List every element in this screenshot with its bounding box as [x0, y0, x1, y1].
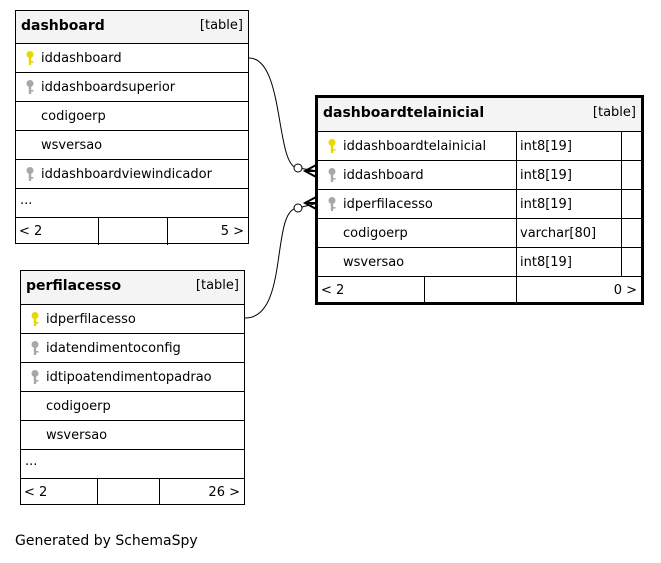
table-footer: < 2 0 >	[318, 277, 641, 304]
foreign-key-icon	[29, 340, 41, 357]
column-name: wsversao	[41, 138, 103, 153]
column-row[interactable]: wsversao	[21, 421, 244, 450]
table-dashboard[interactable]: dashboard [table] iddashboard iddashboard…	[15, 10, 249, 245]
table-dashboardtelainicial[interactable]: dashboardtelainicial [table] iddashboard…	[315, 95, 644, 305]
column-row[interactable]: codigoerp varchar[80]	[318, 219, 641, 248]
column-name: codigoerp	[41, 109, 106, 124]
link-dashboard-to-dashboardtelainicial	[248, 57, 319, 172]
column-name: idperfilacesso	[46, 312, 136, 327]
column-row[interactable]: codigoerp	[21, 392, 244, 421]
column-spacer	[621, 190, 622, 218]
column-spacer	[621, 132, 622, 160]
table-kind: [table]	[199, 18, 243, 33]
children-count: 0 >	[613, 283, 637, 298]
column-type: int8[19]	[516, 190, 621, 218]
table-name: dashboardtelainicial	[323, 105, 485, 121]
column-type: int8[19]	[516, 161, 621, 189]
link-zero-marker	[293, 163, 303, 173]
table-perfilacesso[interactable]: perfilacesso [table] idperfilacesso idate…	[20, 270, 245, 505]
parents-count: < 2	[321, 283, 345, 298]
column-name: iddashboard	[41, 51, 122, 66]
table-kind: [table]	[592, 105, 636, 120]
column-row[interactable]: wsversao int8[19]	[318, 248, 641, 277]
parents-count: < 2	[24, 485, 48, 500]
table-header: dashboard [table]	[16, 11, 248, 44]
table-footer: < 2 5 >	[16, 218, 248, 245]
foreign-key-icon	[29, 369, 41, 386]
column-row[interactable]: idatendimentoconfig	[21, 334, 244, 363]
column-name: iddashboard	[343, 168, 424, 183]
generated-by-label: Generated by SchemaSpy	[15, 533, 198, 549]
primary-key-icon	[326, 138, 338, 155]
column-row[interactable]: idperfilacesso int8[19]	[318, 190, 641, 219]
column-row[interactable]: idperfilacesso	[21, 305, 244, 334]
column-name: idtipoatendimentopadrao	[46, 370, 212, 385]
primary-key-icon	[24, 50, 36, 67]
column-name: wsversao	[343, 255, 405, 270]
column-name: iddashboardsuperior	[41, 80, 176, 95]
column-spacer	[621, 248, 622, 276]
column-row[interactable]: iddashboardsuperior	[16, 73, 248, 102]
column-type: int8[19]	[516, 248, 621, 276]
table-name: perfilacesso	[26, 278, 122, 294]
children-count: 5 >	[220, 224, 244, 239]
column-name: wsversao	[46, 428, 108, 443]
column-row[interactable]: iddashboard	[16, 44, 248, 73]
column-type: varchar[80]	[516, 219, 621, 247]
more-columns: ...	[21, 450, 244, 479]
column-row[interactable]: iddashboard int8[19]	[318, 161, 641, 190]
column-type: int8[19]	[516, 132, 621, 160]
column-spacer	[621, 161, 622, 189]
children-count: 26 >	[208, 485, 240, 500]
link-perfilacesso-to-dashboardtelainicial	[244, 202, 319, 319]
column-row[interactable]: idtipoatendimentopadrao	[21, 363, 244, 392]
foreign-key-icon	[326, 167, 338, 184]
foreign-key-icon	[326, 196, 338, 213]
table-footer: < 2 26 >	[21, 479, 244, 505]
column-row[interactable]: wsversao	[16, 131, 248, 160]
table-kind: [table]	[195, 278, 239, 293]
link-zero-marker	[293, 203, 303, 213]
parents-count: < 2	[19, 224, 43, 239]
column-name: iddashboardtelainicial	[343, 139, 487, 154]
table-name: dashboard	[21, 18, 105, 34]
column-row[interactable]: iddashboardtelainicial int8[19]	[318, 132, 641, 161]
table-header: dashboardtelainicial [table]	[318, 98, 641, 132]
column-name: codigoerp	[343, 226, 408, 241]
column-name: codigoerp	[46, 399, 111, 414]
column-name: idatendimentoconfig	[46, 341, 181, 356]
primary-key-icon	[29, 311, 41, 328]
table-header: perfilacesso [table]	[21, 271, 244, 305]
foreign-key-icon	[24, 79, 36, 96]
foreign-key-icon	[24, 166, 36, 183]
more-columns: ...	[16, 189, 248, 218]
column-name: iddashboardviewindicador	[41, 167, 212, 182]
column-row[interactable]: iddashboardviewindicador	[16, 160, 248, 189]
column-name: idperfilacesso	[343, 197, 433, 212]
column-row[interactable]: codigoerp	[16, 102, 248, 131]
column-spacer	[621, 219, 622, 247]
